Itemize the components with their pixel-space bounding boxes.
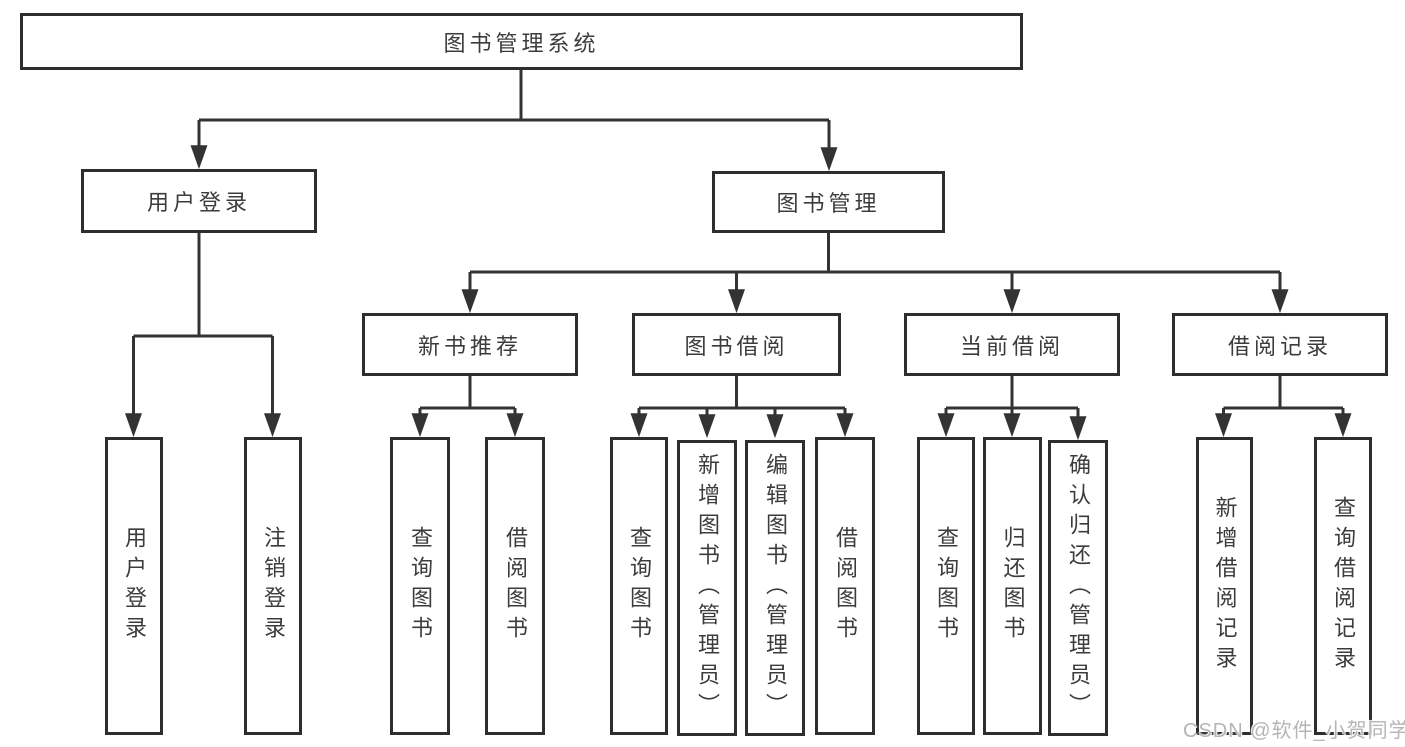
node-root-system: 图书管理系统 — [20, 13, 1023, 70]
csdn-watermark: CSDN @软件_小贺同学 — [1183, 720, 1405, 742]
leaf-label: 查询图书 — [934, 526, 959, 646]
node-new-book-recommend: 新书推荐 — [362, 313, 578, 376]
leaf-edit-books-admin: 编辑图书（管理员） — [745, 440, 805, 736]
leaf-label: 借阅图书 — [833, 526, 858, 646]
leaf-query-books-recommend: 查询图书 — [390, 437, 450, 735]
node-label: 借阅记录 — [1227, 333, 1332, 359]
node-borrow-records: 借阅记录 — [1172, 313, 1388, 376]
leaf-label: 查询借阅记录 — [1331, 496, 1356, 676]
leaf-confirm-return-admin: 确认归还（管理员） — [1048, 440, 1108, 736]
leaf-label: 编辑图书（管理员） — [763, 453, 788, 723]
node-label: 当前借阅 — [959, 333, 1064, 359]
node-label: 图书管理系统 — [443, 30, 600, 56]
node-user-login: 用户登录 — [81, 169, 317, 233]
leaf-label: 新增图书（管理员） — [695, 453, 720, 723]
node-current-borrowing: 当前借阅 — [904, 313, 1120, 376]
leaf-user-login: 用户登录 — [105, 437, 163, 735]
leaf-add-books-admin: 新增图书（管理员） — [677, 440, 737, 736]
leaf-borrow-books-recommend: 借阅图书 — [485, 437, 545, 735]
node-label: 图书借阅 — [684, 333, 789, 359]
leaf-query-borrow-record: 查询借阅记录 — [1314, 437, 1372, 735]
node-label: 新书推荐 — [417, 333, 522, 359]
leaf-label: 新增借阅记录 — [1212, 496, 1238, 676]
node-book-management: 图书管理 — [712, 171, 945, 233]
leaf-query-books-current: 查询图书 — [917, 437, 975, 735]
leaf-label: 归还图书 — [1000, 526, 1026, 646]
leaf-add-borrow-record: 新增借阅记录 — [1196, 437, 1253, 735]
leaf-return-books: 归还图书 — [983, 437, 1042, 735]
leaf-query-books-borrowing: 查询图书 — [610, 437, 668, 735]
leaf-logout: 注销登录 — [244, 437, 302, 735]
node-label: 用户登录 — [146, 190, 251, 215]
leaf-borrow-books-borrowing: 借阅图书 — [815, 437, 875, 735]
leaf-label: 用户登录 — [122, 526, 147, 646]
node-book-borrowing: 图书借阅 — [632, 313, 841, 376]
leaf-label: 注销登录 — [261, 526, 286, 646]
leaf-label: 确认归还（管理员） — [1066, 453, 1091, 723]
node-label: 图书管理 — [776, 191, 881, 216]
leaf-label: 借阅图书 — [503, 526, 528, 646]
leaf-label: 查询图书 — [408, 526, 433, 646]
leaf-label: 查询图书 — [627, 526, 652, 646]
